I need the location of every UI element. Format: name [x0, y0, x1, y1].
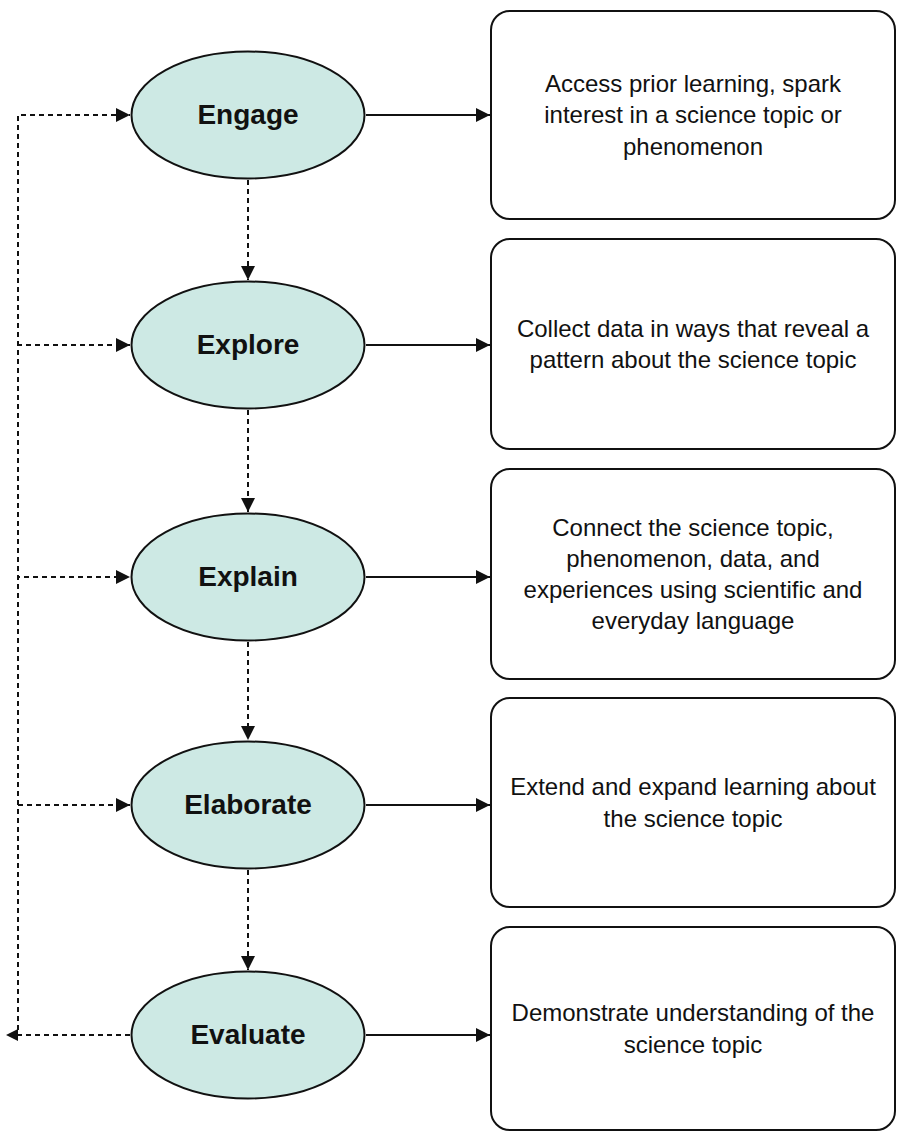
dashed-connector — [247, 642, 249, 740]
description-text: Extend and expand learning about the sci… — [506, 771, 880, 833]
text-wrap: Explore — [197, 329, 300, 361]
description-text: Access prior learning, spark interest in… — [506, 68, 880, 162]
text-wrap: Demonstrate understanding of the science… — [506, 997, 880, 1059]
dashed-connector — [247, 870, 249, 970]
ellipse-shape — [132, 514, 365, 641]
text-wrap: Collect data in ways that reveal a patte… — [506, 313, 880, 375]
solid-arrow — [366, 344, 490, 346]
dashed-connector — [247, 180, 249, 280]
text-wrap: Elaborate — [184, 789, 312, 821]
loop-arrowhead — [6, 1029, 18, 1041]
text-wrap: Extend and expand learning about the sci… — [506, 771, 880, 833]
text-wrap: Explain — [198, 561, 298, 593]
solid-arrow — [366, 576, 490, 578]
description-box: Access prior learning, spark interest in… — [490, 10, 896, 220]
dashed-connector — [18, 805, 130, 1035]
text-wrap: Access prior learning, spark interest in… — [506, 68, 880, 162]
ellipse-shape — [132, 742, 365, 869]
dashed-connector — [18, 577, 130, 1035]
description-box: Demonstrate understanding of the science… — [490, 926, 896, 1131]
description-text: Connect the science topic, phenomenon, d… — [506, 512, 880, 637]
stage-label: Explore — [197, 329, 300, 361]
dashed-connector — [247, 410, 249, 512]
ellipse-shape — [132, 282, 365, 409]
ellipse-shape — [132, 52, 365, 179]
text-wrap: Evaluate — [190, 1019, 305, 1051]
stage-ellipse: Explore — [130, 280, 366, 410]
description-text: Demonstrate understanding of the science… — [506, 997, 880, 1059]
text-wrap: Connect the science topic, phenomenon, d… — [506, 512, 880, 637]
stage-ellipse: Evaluate — [130, 970, 366, 1100]
stage-label: Explain — [198, 561, 298, 593]
stage-label: Elaborate — [184, 789, 312, 821]
solid-arrow — [366, 114, 490, 116]
description-box: Extend and expand learning about the sci… — [490, 697, 896, 908]
stage-ellipse: Explain — [130, 512, 366, 642]
description-text: Collect data in ways that reveal a patte… — [506, 313, 880, 375]
ellipse-shape — [132, 972, 365, 1099]
description-box: Connect the science topic, phenomenon, d… — [490, 468, 896, 680]
stage-ellipse: Elaborate — [130, 740, 366, 870]
dashed-connector — [18, 115, 130, 1035]
stage-ellipse: Engage — [130, 50, 366, 180]
stage-label: Evaluate — [190, 1019, 305, 1051]
solid-arrow — [366, 804, 490, 806]
solid-arrow — [366, 1034, 490, 1036]
description-box: Collect data in ways that reveal a patte… — [490, 238, 896, 450]
dashed-connector — [18, 345, 130, 1035]
text-wrap: Engage — [197, 99, 298, 131]
stage-label: Engage — [197, 99, 298, 131]
